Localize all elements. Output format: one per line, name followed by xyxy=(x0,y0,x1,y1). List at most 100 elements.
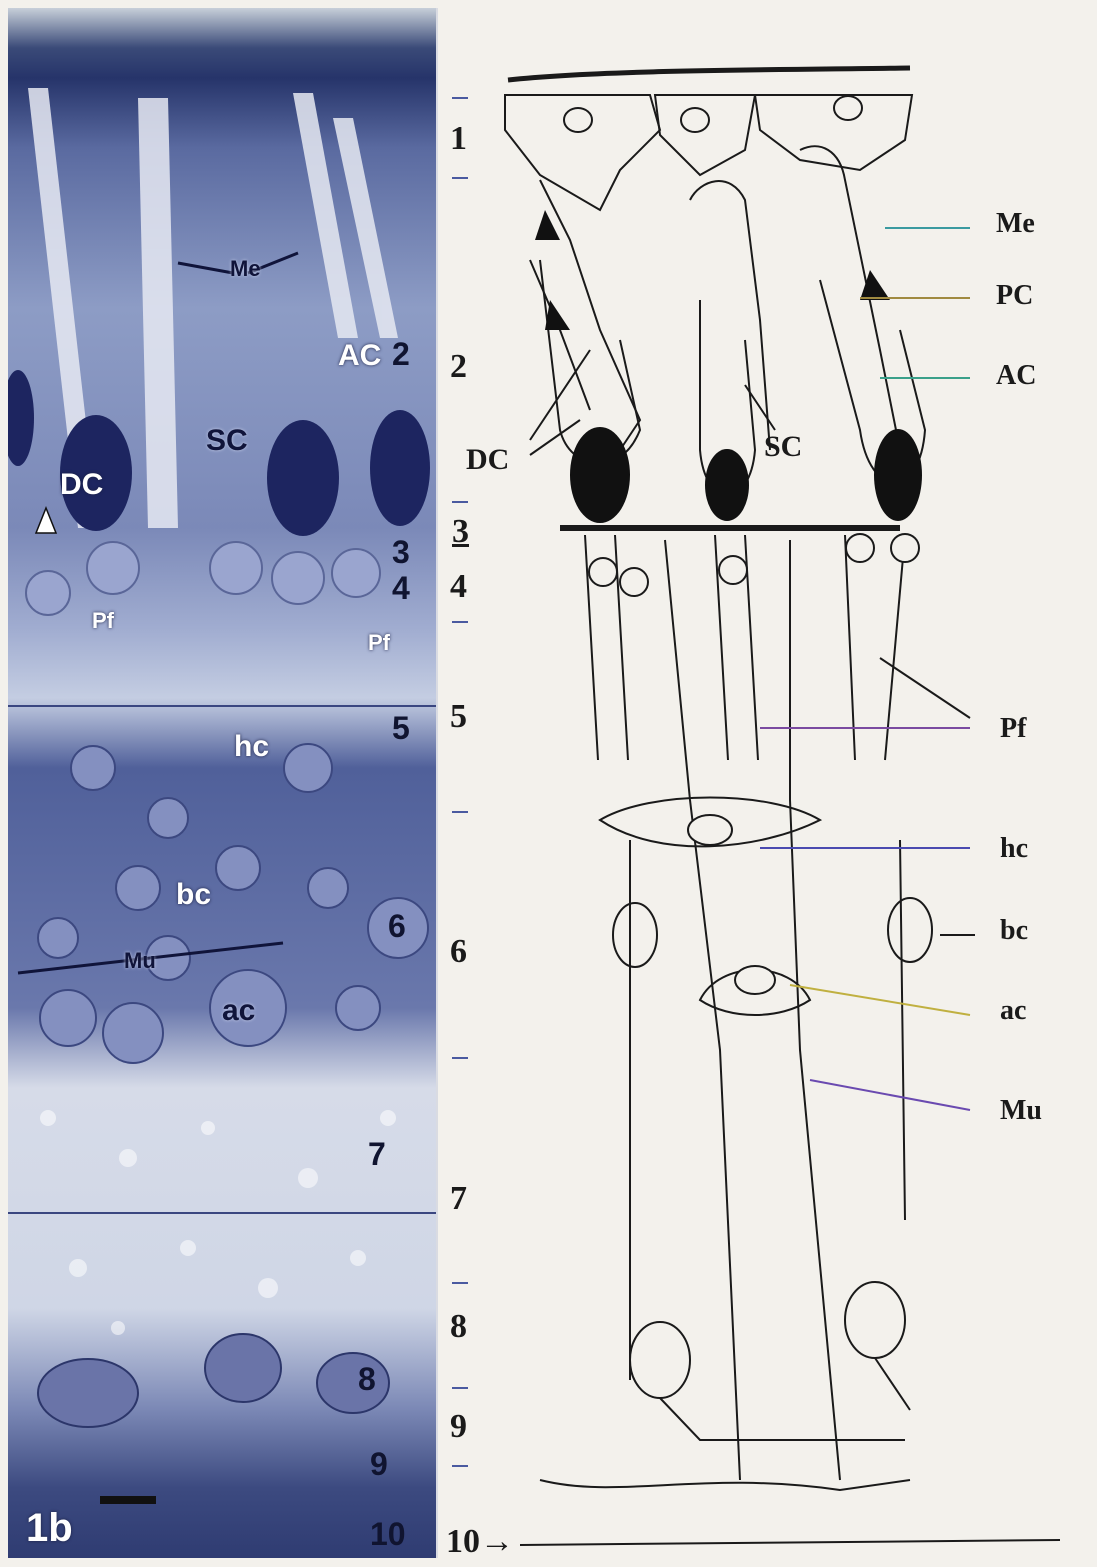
layer-number-10-text: 10 xyxy=(446,1523,480,1560)
plexiform-speckle xyxy=(380,1110,396,1126)
micro-label-bc: bc xyxy=(176,880,211,910)
callout-pc: PC xyxy=(996,282,1033,310)
me-arrow-left xyxy=(178,263,233,273)
leader-pf-2 xyxy=(880,658,970,718)
callout-hc: hc xyxy=(1000,835,1028,863)
leader-dc-a xyxy=(530,350,590,440)
plexiform-speckle xyxy=(258,1278,278,1298)
micro-label-mu: Mu xyxy=(124,950,156,972)
synaptic-terminal xyxy=(26,571,70,615)
cone-inner-segment xyxy=(820,280,925,483)
synaptic-terminal xyxy=(87,542,139,594)
inner-nuclear-cell xyxy=(38,918,78,958)
callout-me: Me xyxy=(996,210,1035,238)
layer-number-9: 9 xyxy=(450,1410,467,1444)
ac-nucleus xyxy=(874,429,922,521)
arrow-right-icon: → xyxy=(480,1523,514,1560)
inner-nuclear-cell xyxy=(71,746,115,790)
bipolar-process xyxy=(630,840,905,1380)
ganglion-axon xyxy=(660,1358,910,1440)
top-membrane xyxy=(508,68,910,80)
micro-layer-8: 8 xyxy=(358,1363,376,1395)
inner-limiting-membrane xyxy=(540,1480,910,1490)
layer-10-line xyxy=(520,1540,1060,1545)
leader-ac-lower xyxy=(790,985,970,1015)
sc-nucleus xyxy=(705,449,749,521)
synaptic-spherule xyxy=(719,556,747,584)
callout-bc: bc xyxy=(1000,917,1028,945)
photoreceptor-fibre xyxy=(585,535,628,760)
amacrine-nucleus xyxy=(735,966,775,994)
ganglion-cell xyxy=(205,1334,281,1402)
layer-number-8: 8 xyxy=(450,1310,467,1344)
layer-number-7: 7 xyxy=(450,1182,467,1216)
photoreceptor-fibre xyxy=(715,535,758,760)
micro-label-pf-right: Pf xyxy=(368,632,390,654)
bipolar-cell-left xyxy=(613,903,657,967)
synaptic-spherule xyxy=(846,534,874,562)
synaptic-terminal xyxy=(332,549,380,597)
plexiform-speckle xyxy=(69,1259,87,1277)
layer-number-5: 5 xyxy=(450,700,467,734)
synaptic-spherule xyxy=(589,558,617,586)
inner-nuclear-cell xyxy=(148,798,188,838)
horizontal-cell-nucleus xyxy=(688,815,732,845)
layer-number-1: 1 xyxy=(450,122,467,156)
micro-layer-3: 3 xyxy=(392,536,410,568)
synaptic-terminal xyxy=(210,542,262,594)
micrograph-texture xyxy=(8,8,436,1558)
layer-number-4: 4 xyxy=(450,570,467,604)
synaptic-spherule xyxy=(620,568,648,596)
leader-mu xyxy=(810,1080,970,1110)
amacrine-cell xyxy=(700,970,810,1015)
plexiform-speckle xyxy=(350,1250,366,1266)
inner-nuclear-cell xyxy=(308,868,348,908)
micro-label-me: Me xyxy=(230,258,261,280)
micro-layer-5: 5 xyxy=(392,712,410,744)
drawing-label-sc: SC xyxy=(764,432,802,462)
layer-number-6: 6 xyxy=(450,935,467,969)
cone-outer-segment xyxy=(690,181,770,450)
plexiform-speckle xyxy=(298,1168,318,1188)
plexiform-speckle xyxy=(40,1110,56,1126)
inner-nuclear-cell xyxy=(103,1003,163,1063)
cone-inner-segment xyxy=(540,260,640,464)
pigment-cell xyxy=(755,95,912,170)
callout-ac: AC xyxy=(996,362,1036,390)
muller-fibre xyxy=(665,540,840,1480)
plexiform-speckle xyxy=(180,1240,196,1256)
callout-ac-lower: ac xyxy=(1000,997,1026,1025)
pigment-nucleus xyxy=(834,96,862,120)
horizontal-cell xyxy=(600,798,820,847)
plexiform-speckle xyxy=(111,1321,125,1335)
drawing-label-dc: DC xyxy=(466,445,509,475)
layer-number-3: 3 xyxy=(452,515,469,549)
figure-label: 1b xyxy=(26,1508,73,1548)
micrograph-panel: Me AC SC DC Pf Pf hc bc Mu ac 2 3 4 5 6 … xyxy=(8,8,438,1558)
ellipsoid-dark xyxy=(535,210,560,240)
micro-label-sc: SC xyxy=(206,426,248,456)
plexiform-speckle xyxy=(201,1121,215,1135)
micro-layer-6: 6 xyxy=(388,910,406,942)
cone-inner-segment xyxy=(700,300,755,495)
micro-layer-2: 2 xyxy=(392,338,410,370)
ganglion-cell-left xyxy=(630,1322,690,1398)
inner-nuclear-cell xyxy=(336,986,380,1030)
dc-nucleus xyxy=(570,427,630,523)
cone-nucleus xyxy=(267,420,339,536)
ellipsoid-dark xyxy=(545,300,570,330)
leader-dc-b xyxy=(530,420,580,455)
micro-layer-4: 4 xyxy=(392,572,410,604)
micro-label-dc: DC xyxy=(60,470,103,500)
leader-sc xyxy=(745,385,775,430)
bipolar-cell-right xyxy=(888,898,932,962)
arrowhead-icon xyxy=(36,508,56,533)
outer-segment-streak xyxy=(138,98,178,528)
cone-outer-segment xyxy=(800,146,900,450)
layer-number-10: 10→ xyxy=(446,1525,514,1559)
micro-layer-7: 7 xyxy=(368,1138,386,1170)
pigment-nucleus xyxy=(564,108,592,132)
pigment-cell xyxy=(655,95,755,175)
layer-number-2: 2 xyxy=(450,350,467,384)
pigment-cell xyxy=(505,95,660,210)
